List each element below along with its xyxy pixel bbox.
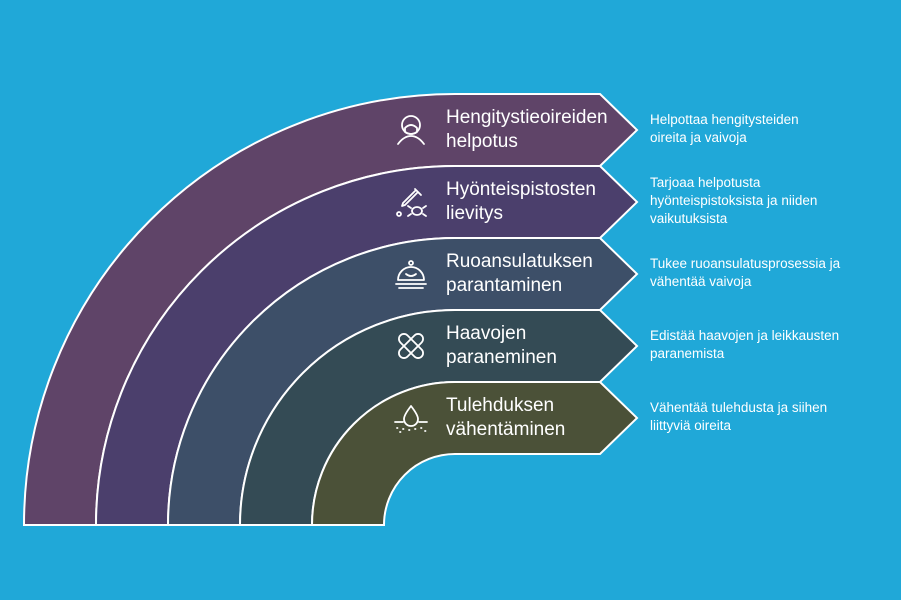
item-description: Vähentää tulehdusta ja siihen liittyviä o… bbox=[650, 399, 890, 435]
item-description: Tarjoaa helpotusta hyönteispistoksista ja… bbox=[650, 174, 890, 228]
description-line: vähentää vaivoja bbox=[650, 274, 752, 289]
description-line: vaikutuksista bbox=[650, 211, 728, 226]
description-line: Edistää haavojen ja leikkausten bbox=[650, 328, 840, 343]
title-line: Hengitystieoireiden bbox=[446, 107, 608, 128]
description-line: liittyviä oireita bbox=[650, 418, 732, 433]
title-line: Ruoansulatuksen bbox=[446, 251, 593, 272]
item-title: Hengitystieoireiden helpotus bbox=[446, 106, 608, 154]
dropper-bug-icon bbox=[393, 184, 429, 220]
item-description: Helpottaa hengitysteiden oireita ja vaivo… bbox=[650, 111, 890, 147]
skin-drop-icon bbox=[393, 400, 429, 436]
bandage-icon bbox=[393, 328, 429, 364]
title-line: paraneminen bbox=[446, 347, 557, 368]
description-line: hyönteispistoksista ja niiden bbox=[650, 193, 818, 208]
title-line: helpotus bbox=[446, 131, 518, 152]
item-title: Hyönteispistosten lievitys bbox=[446, 178, 596, 226]
item-description: Tukee ruoansulatusprosessia ja vähentää v… bbox=[650, 255, 890, 291]
item-title: Tulehduksen vähentäminen bbox=[446, 394, 565, 442]
description-line: Tukee ruoansulatusprosessia ja bbox=[650, 256, 841, 271]
item-title: Ruoansulatuksen parantaminen bbox=[446, 250, 593, 298]
title-line: parantaminen bbox=[446, 275, 563, 296]
description-line: Tarjoaa helpotusta bbox=[650, 175, 761, 190]
description-line: paranemista bbox=[650, 346, 725, 361]
title-line: vähentäminen bbox=[446, 419, 566, 440]
item-description: Edistää haavojen ja leikkausten paranemis… bbox=[650, 327, 890, 363]
description-line: Helpottaa hengitysteiden bbox=[650, 112, 799, 127]
happy-cloche-icon bbox=[393, 256, 429, 292]
item-title: Haavojen paraneminen bbox=[446, 322, 557, 370]
title-line: Haavojen bbox=[446, 323, 527, 344]
respirator-mask-icon bbox=[393, 112, 429, 148]
title-line: Hyönteispistosten bbox=[446, 179, 596, 200]
band-5 bbox=[310, 381, 639, 526]
title-line: lievitys bbox=[446, 203, 504, 224]
description-line: Vähentää tulehdusta ja siihen bbox=[650, 400, 828, 415]
description-line: oireita ja vaivoja bbox=[650, 130, 747, 145]
title-line: Tulehduksen bbox=[446, 395, 555, 416]
